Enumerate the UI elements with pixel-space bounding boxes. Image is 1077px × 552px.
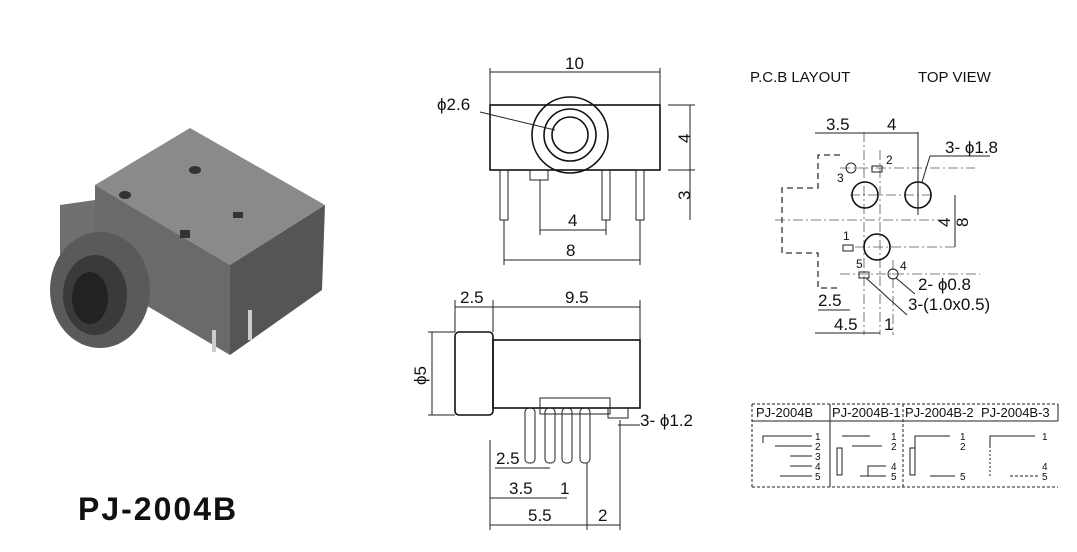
pcb-dim-4-5: 4.5: [834, 315, 858, 334]
part-number-label: PJ-2004B: [78, 491, 238, 527]
table-pin-labels: 1 2 3 4 5 1 2 4 5 1 2 5 1 4 5: [815, 432, 1048, 483]
pin-label: 1: [1042, 432, 1048, 443]
product-photo: [50, 128, 325, 355]
dim-nose: 2.5: [460, 288, 484, 307]
pin-label: 4: [1042, 462, 1048, 473]
dim-pin-outer: 8: [566, 241, 575, 260]
pcb-holes-small: 2- ϕ0.8: [918, 275, 971, 294]
dim-body: 9.5: [565, 288, 589, 307]
pcb-dim-2-5: 2.5: [818, 291, 842, 310]
pin-label: 2: [815, 442, 821, 453]
pcb-slots: 3-(1.0x0.5): [908, 295, 990, 314]
pcb-dim-4: 4: [887, 115, 896, 134]
dim-pin-length: 3: [675, 191, 694, 200]
dim-width: 10: [565, 54, 584, 73]
table-header-pj-2004b: PJ-2004B: [756, 405, 813, 420]
dim-d1: 2.5: [496, 449, 520, 468]
pin-label: 2: [891, 442, 897, 453]
front-view: [479, 68, 695, 265]
table-header-pj-2004b-3: PJ-2004B-3: [981, 405, 1050, 420]
pin-label: 4: [891, 462, 897, 473]
table-header-pj-2004b-2: PJ-2004B-2: [905, 405, 974, 420]
variant-table: [751, 403, 1059, 488]
pin-label: 5: [891, 472, 897, 483]
pcb-pin-5: 5: [856, 257, 863, 271]
pin-label: 1: [815, 432, 821, 443]
dim-d3: 1: [560, 479, 569, 498]
pcb-dim-4v: 4: [935, 218, 954, 227]
pin-label: 5: [960, 472, 966, 483]
pin-label: 5: [1042, 472, 1048, 483]
dim-d4: 5.5: [528, 506, 552, 525]
pin-label: 5: [815, 472, 821, 483]
pcb-pin-1: 1: [843, 229, 850, 243]
pcb-dim-3-5: 3.5: [826, 115, 850, 134]
table-header-pj-2004b-1: PJ-2004B-1: [832, 405, 901, 420]
pin-label: 3: [815, 452, 821, 463]
dim-height: 4: [675, 134, 694, 143]
side-view: [428, 300, 641, 530]
dim-d5: 2: [598, 506, 607, 525]
dim-pin-inner: 4: [568, 211, 577, 230]
pcb-dim-8: 8: [953, 218, 972, 227]
pcb-pin-4: 4: [900, 259, 907, 273]
pcb-view: TOP VIEW: [918, 69, 992, 86]
pcb-pin-3: 3: [837, 171, 844, 185]
pcb-title: P.C.B LAYOUT: [750, 69, 850, 86]
pin-label: 4: [815, 462, 821, 473]
pcb-layout: [775, 132, 990, 335]
pcb-holes-big: 3- ϕ1.8: [945, 138, 998, 157]
pin-label: 1: [891, 432, 897, 443]
pin-label: 2: [960, 442, 966, 453]
dim-d2: 3.5: [509, 479, 533, 498]
pcb-pin-2: 2: [886, 153, 893, 167]
dim-diameter: ϕ5: [411, 366, 430, 385]
dim-pins: 3- ϕ1.2: [640, 411, 693, 430]
dim-hole: ϕ2.6: [437, 95, 470, 114]
pcb-dim-1: 1: [884, 315, 893, 334]
pin-label: 1: [960, 432, 966, 443]
